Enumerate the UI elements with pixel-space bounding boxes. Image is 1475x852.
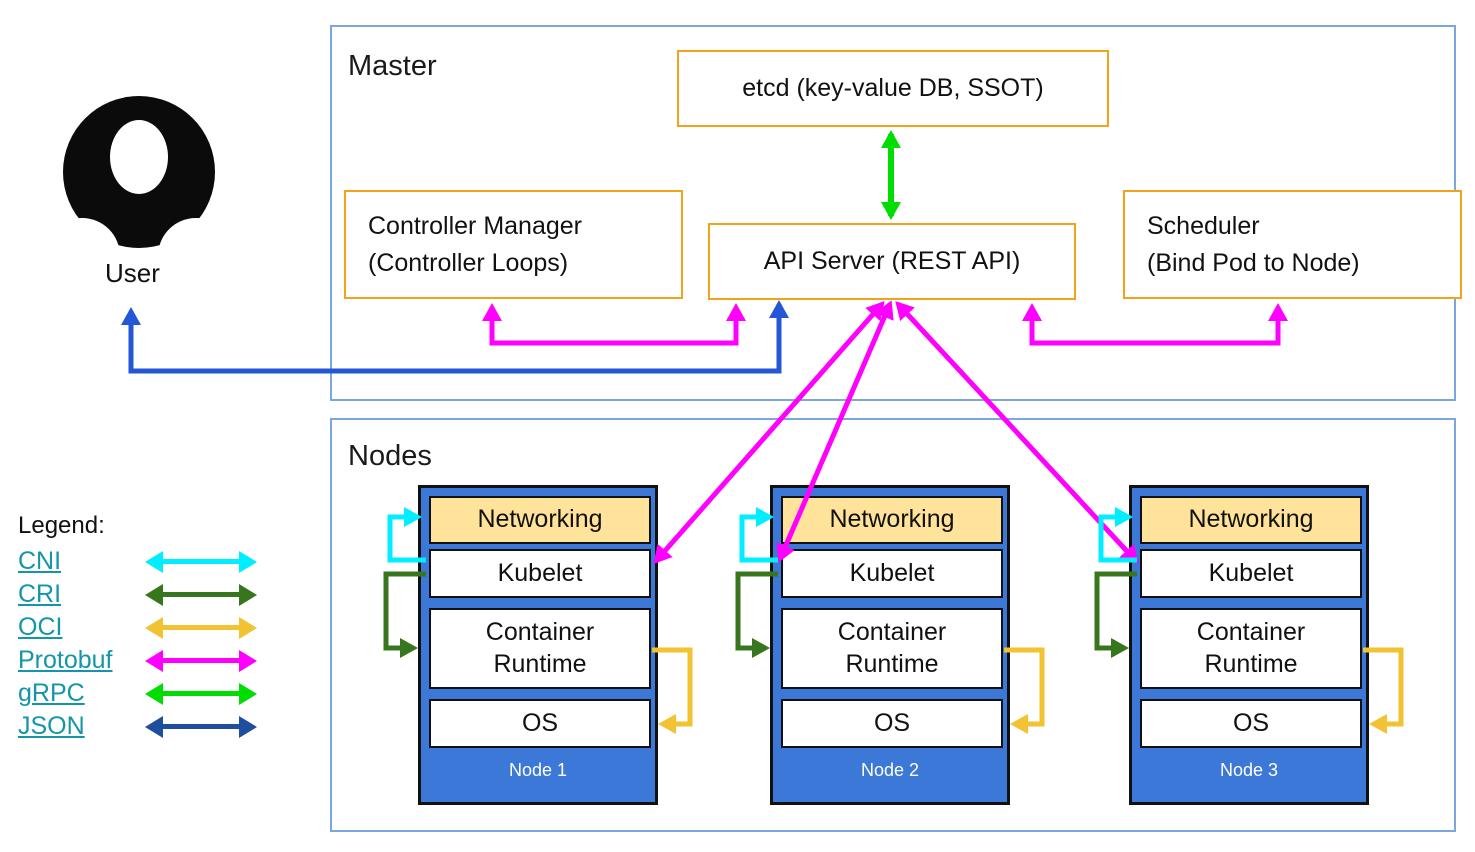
cni-arrow	[145, 550, 257, 573]
networking-label: Networking	[829, 505, 955, 534]
node2-os-box: OS	[781, 699, 1003, 748]
kubelet-label: Kubelet	[497, 558, 583, 587]
os-label: OS	[521, 708, 559, 737]
container-runtime-label-line1: Container	[837, 618, 947, 647]
node1-kubelet-box: Kubelet	[429, 549, 651, 598]
legend-link-json[interactable]: JSON	[18, 712, 85, 740]
node3-kubelet-box: Kubelet	[1140, 549, 1362, 598]
container-runtime-label-line2: Runtime	[845, 649, 939, 678]
legend-row-oci: OCI	[18, 611, 257, 644]
node1-os-box: OS	[429, 699, 651, 748]
node2-container-runtime-box: Container Runtime	[781, 608, 1003, 689]
etcd-box: etcd (key-value DB, SSOT)	[677, 50, 1109, 127]
legend-row-cri: CRI	[18, 578, 257, 611]
networking-label: Networking	[1188, 505, 1314, 534]
node-3: Networking Kubelet Container Runtime OS …	[1129, 485, 1369, 805]
legend-row-cni: CNI	[18, 545, 257, 578]
node1-container-runtime-box: Container Runtime	[429, 608, 651, 689]
node2-networking-box: Networking	[781, 496, 1003, 544]
networking-label: Networking	[477, 505, 603, 534]
master-section-label: Master	[348, 50, 437, 82]
legend-title: Legend:	[18, 512, 105, 539]
scheduler-label-line1: Scheduler	[1147, 212, 1260, 241]
legend-row-json: JSON	[18, 710, 257, 743]
legend-row-protobuf: Protobuf	[18, 644, 257, 677]
container-runtime-label-line1: Container	[485, 618, 595, 647]
container-runtime-label-line2: Runtime	[1204, 649, 1298, 678]
etcd-label: etcd (key-value DB, SSOT)	[742, 74, 1044, 102]
controller-manager-label-line2: (Controller Loops)	[368, 248, 569, 277]
node-1: Networking Kubelet Container Runtime OS …	[418, 485, 658, 805]
container-runtime-label-line2: Runtime	[493, 649, 587, 678]
protobuf-arrow	[145, 649, 257, 672]
controller-manager-box: Controller Manager (Controller Loops)	[344, 190, 683, 299]
api-server-box: API Server (REST API)	[708, 223, 1076, 300]
user-label: User	[105, 258, 160, 288]
node2-kubelet-box: Kubelet	[781, 549, 1003, 598]
legend-link-oci[interactable]: OCI	[18, 613, 63, 641]
node1-name: Node 1	[508, 760, 568, 780]
node3-networking-box: Networking	[1140, 496, 1362, 544]
scheduler-label-line2: (Bind Pod to Node)	[1147, 248, 1360, 277]
cri-arrow	[145, 583, 257, 606]
user-icon	[60, 96, 220, 253]
node1-networking-box: Networking	[429, 496, 651, 544]
node2-name: Node 2	[860, 760, 920, 780]
container-runtime-label-line1: Container	[1196, 618, 1306, 647]
node3-container-runtime-box: Container Runtime	[1140, 608, 1362, 689]
legend-row-grpc: gRPC	[18, 677, 257, 710]
json-arrow	[145, 715, 257, 738]
node-2: Networking Kubelet Container Runtime OS …	[770, 485, 1010, 805]
kubelet-label: Kubelet	[849, 558, 935, 587]
legend-link-protobuf[interactable]: Protobuf	[18, 646, 113, 674]
nodes-section-label: Nodes	[348, 440, 432, 472]
node3-os-box: OS	[1140, 699, 1362, 748]
grpc-arrow	[145, 682, 257, 705]
legend-link-grpc[interactable]: gRPC	[18, 679, 85, 707]
kubelet-label: Kubelet	[1208, 558, 1294, 587]
scheduler-box: Scheduler (Bind Pod to Node)	[1123, 190, 1462, 299]
oci-arrow	[145, 616, 257, 639]
api-server-label: API Server (REST API)	[763, 247, 1021, 275]
os-label: OS	[1232, 708, 1270, 737]
legend-link-cni[interactable]: CNI	[18, 547, 62, 575]
os-label: OS	[873, 708, 911, 737]
controller-manager-label-line1: Controller Manager	[368, 212, 582, 241]
legend-link-cri[interactable]: CRI	[18, 580, 62, 608]
node3-name: Node 3	[1219, 760, 1279, 780]
